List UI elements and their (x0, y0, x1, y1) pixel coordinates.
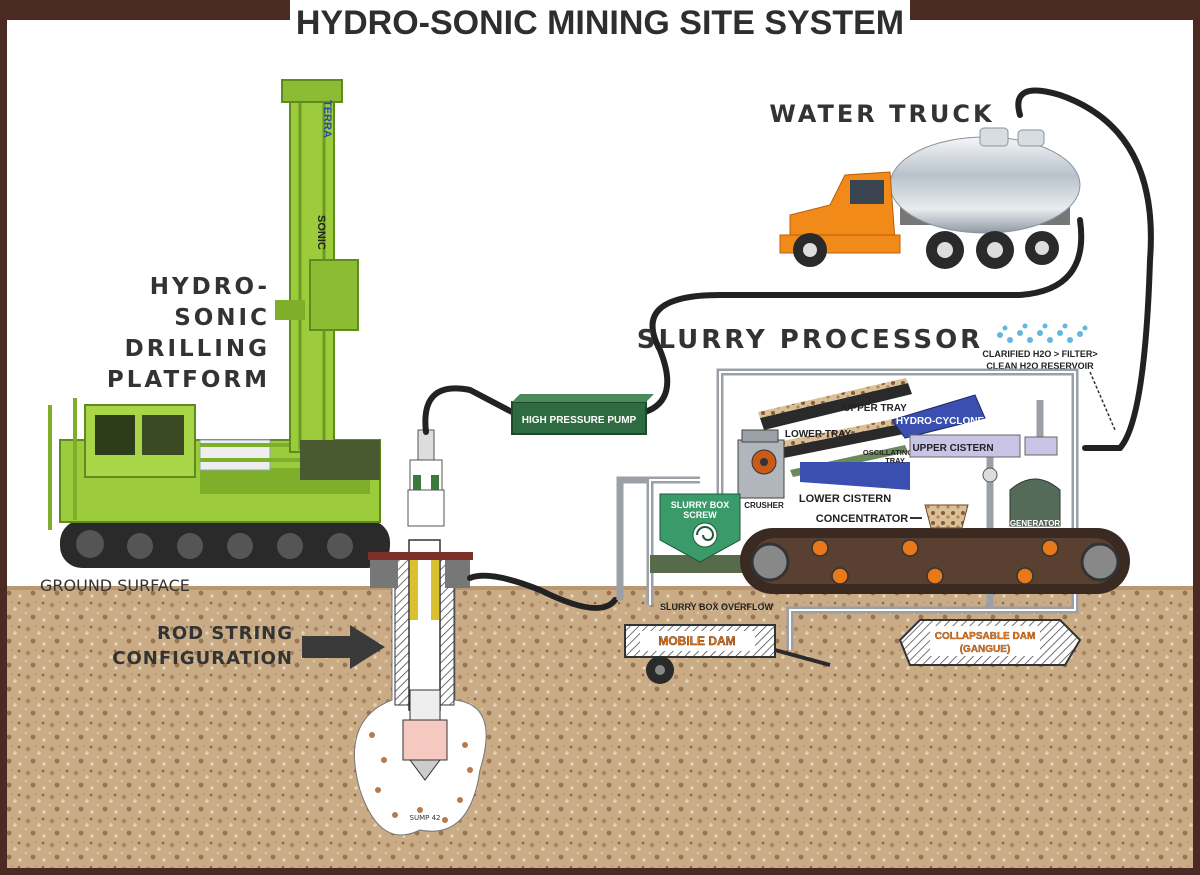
drilling-platform-label-line3: DRILLING (125, 336, 270, 362)
ground-line (7, 586, 1193, 590)
lower-cistern-label: LOWER CISTERN (799, 493, 891, 505)
water-truck-label: WATER TRUCK (769, 100, 994, 128)
high-pressure-pump-label: HIGH PRESSURE PUMP (522, 415, 637, 426)
oscillating-tray-label-line1: OSCILLATING (863, 448, 913, 457)
ground-surface-label: GROUND SURFACE (40, 576, 190, 595)
screw-icon (659, 493, 741, 563)
pump-valve (982, 467, 998, 483)
slurry-box-overflow-label: SLURRY BOX OVERFLOW (660, 602, 774, 612)
crusher-icon (737, 429, 785, 499)
slurry-processor-label: SLURRY PROCESSOR (637, 325, 983, 355)
drill-rig-icon (48, 79, 390, 568)
water-spray-icon (997, 323, 1088, 343)
rod-string-label-line2: CONFIGURATION (112, 648, 293, 669)
slurry-box-screw-label-line1: SLURRY BOX (671, 500, 730, 510)
drilling-platform-label-line1: HYDRO- (150, 274, 270, 300)
clarified-label-line1: CLARIFIED H2O > FILTER> (982, 349, 1097, 359)
rod-string-arrow-icon (302, 625, 385, 669)
clarified-pointer (1089, 371, 1116, 431)
drill-head (407, 429, 445, 527)
drilling-platform-label-line2: SONIC (174, 305, 270, 331)
water-truck-icon (779, 127, 1081, 269)
hoses (422, 87, 1154, 611)
mobile-dam-label: MOBILE DAM (658, 634, 735, 648)
hydro-cyclone (891, 394, 986, 439)
upper-tray-label: UPPER TRAY (843, 403, 907, 414)
hydro-cyclone-label: HYDRO-CYCLONE (896, 416, 985, 427)
lower-tray-label: LOWER TRAY (785, 429, 852, 440)
borehole (353, 539, 487, 836)
clarified-label-line2: CLEAN H2O RESERVOIR (986, 361, 1094, 371)
drilling-platform-label-line4: PLATFORM (107, 367, 270, 393)
mast-sonic-label: SONIC (315, 215, 327, 250)
rod-string-label-line1: ROD STRING (157, 623, 293, 644)
upper-cistern-label: UPPER CISTERN (912, 443, 993, 454)
crusher-label: CRUSHER (744, 501, 784, 510)
slurry-box-screw-label-line2: SCREW (683, 510, 717, 520)
upper-cistern-box (909, 434, 1021, 458)
trays (758, 378, 912, 490)
generator-icon (1009, 478, 1061, 527)
collapsable-dam-label-line1: COLLAPSABLE DAM (935, 631, 1036, 642)
collapsable-dam (898, 619, 1082, 666)
mobile-dam (624, 624, 831, 684)
concentrator-label: CONCENTRATOR (816, 513, 909, 525)
generator-label: GENERATOR (1010, 519, 1061, 528)
collapsable-dam-label-line2: (GANGUE) (960, 644, 1011, 655)
title-banner (290, 0, 910, 44)
sump-label: SUMP 42 (410, 814, 441, 822)
concentrator-bowl (924, 504, 969, 529)
small-cistern (1024, 436, 1058, 456)
oscillating-tray-label-line2: TRAY (885, 456, 905, 465)
pump-box-icon (511, 394, 654, 435)
mast-terra-label: TERRA (321, 100, 333, 138)
page-title: HYDRO-SONIC MINING SITE SYSTEM (296, 4, 904, 42)
conveyor-track (650, 528, 1130, 594)
